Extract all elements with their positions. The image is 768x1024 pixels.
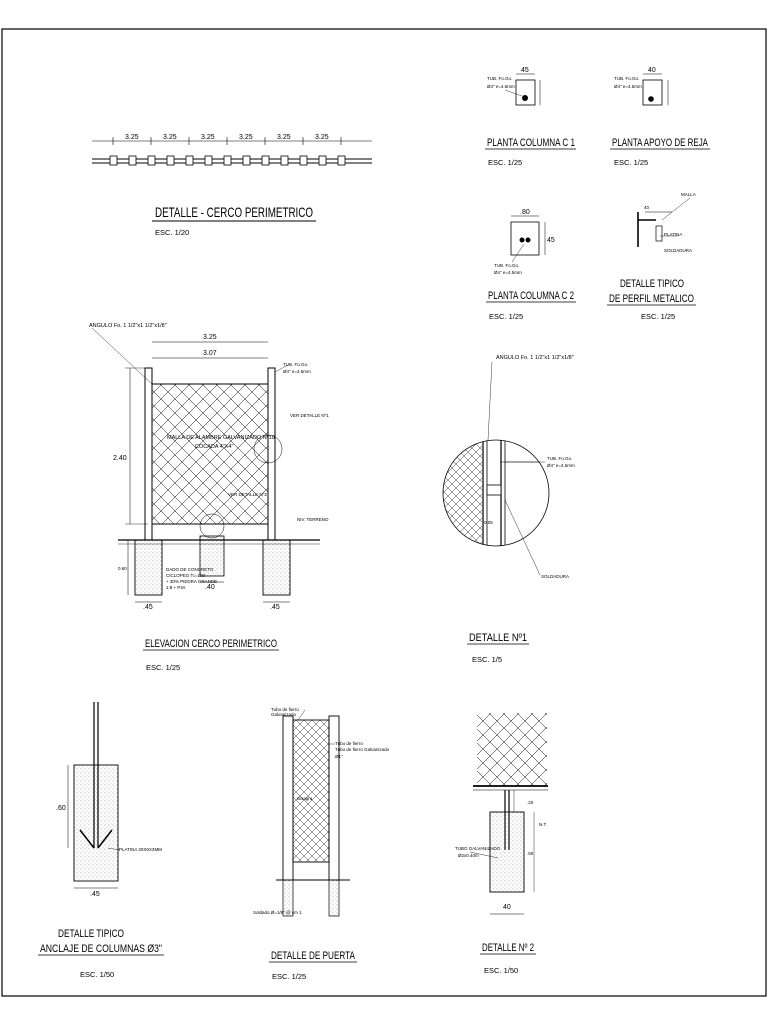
reja-title: PLANTA APOYO DE REJA (612, 137, 708, 149)
detalle2-terrain: N.T. (539, 822, 547, 827)
cerco-span-2: 3.25 (163, 134, 177, 141)
anclaje-note: PLATINA 20X6X3MM (119, 847, 162, 852)
c1-title: PLANTA COLUMNA C 1 (487, 137, 575, 149)
detalle1-title: DETALLE Nº1 (469, 632, 527, 644)
elev-detalle2-ref: VER DETALLE Nº2 (228, 492, 267, 497)
elev-footing-note3: + 30% PIEDRA GRANDE (166, 579, 217, 584)
elev-dim-outer: 3.25 (203, 334, 217, 341)
elev-footing-note4: 1:8 + P.M. (166, 585, 186, 590)
reja-plan-diagram (642, 73, 669, 106)
cerco-title: DETALLE - CERCO PERIMETRICO (155, 204, 313, 220)
detalle2-dim-h1: .20 (527, 800, 534, 805)
puerta-note6: Tubo de fierro Galvanizado (335, 747, 390, 752)
puerta-note2: Galvanizado (271, 712, 297, 717)
puerta-note4: Tubo de fierro (335, 741, 363, 746)
cerco-plan-diagram (92, 137, 372, 166)
anclaje-title-line1: DETALLE TIPICO (58, 928, 124, 940)
reja-scale: ESC. 1/25 (614, 158, 648, 167)
detalle1-weld: SOLDADURA (541, 574, 569, 579)
elev-dim-footing2: .45 (270, 604, 280, 611)
reja-note1: TUB. Fo.Go. (614, 76, 639, 81)
detalle2-scale: ESC. 1/50 (484, 966, 518, 975)
detalle1-tube-note2: Ø4" e=4.5mm (547, 463, 575, 468)
puerta-note7: Soldado Ø=1/8" @ cm 1 (253, 910, 302, 915)
detalle1-dim: 0.05 (484, 520, 493, 525)
cerco-span-4: 3.25 (239, 134, 253, 141)
cerco-span-3: 3.25 (201, 134, 215, 141)
reja-note2: Ø4" e=4.5mm (614, 84, 642, 89)
elev-anchor-note: ANGULO Fo. 1 1/2"x1 1/2"x1/8" (89, 323, 167, 329)
c2-dim: .80 (520, 209, 530, 216)
elev-mesh-label-2: COCADA 4"X4" (195, 444, 233, 450)
reja-dim: 40 (648, 67, 656, 74)
perfil-title-line2: DE PERFIL METALICO (609, 293, 694, 305)
detalle1-diagram (442, 361, 550, 576)
perfil-dim: 40 (644, 205, 650, 210)
elev-dim-depth: 0.60 (118, 566, 127, 571)
perfil-note3: SOLDADURA (664, 248, 692, 253)
perfil-title-line1: DETALLE TIPICO (620, 278, 684, 290)
puerta-note5: Ø1" (335, 754, 343, 759)
anclaje-dim-w: .45 (90, 891, 100, 898)
detalle1-scale: ESC. 1/5 (472, 655, 502, 664)
perfil-note2: PLATINA (664, 232, 682, 237)
c1-dim: 45 (521, 67, 529, 74)
elev-mesh-label-1: MALLA DE ALAMBRE GALVANIZADO Nº10 (167, 434, 275, 441)
detalle2-dim-h2: .50 (527, 851, 534, 856)
c1-note1: TUB. Fo.Go. (487, 76, 512, 81)
c1-plan-diagram (504, 73, 541, 106)
detalle1-tube-note1: TUB. Fo.Go. (547, 456, 572, 461)
puerta-diagram (276, 709, 350, 917)
elev-terrain: NIV. TERRENO (297, 517, 329, 522)
puerta-note3: Bisagra (297, 796, 313, 801)
cerco-posts (109, 155, 346, 166)
cerco-scale: ESC. 1/20 (155, 228, 189, 237)
perfil-note1: MALLA (681, 192, 696, 197)
detalle2-tube-note1: TUBO GALVANIZADO (455, 846, 501, 851)
cerco-span-1: 3.25 (125, 134, 139, 141)
c1-scale: ESC. 1/25 (488, 158, 522, 167)
c2-dim2: 45 (547, 237, 555, 244)
detalle1-anchor-note: ANGULO Fo. 1 1/2"x1 1/2"x1/8" (496, 355, 574, 361)
detalle2-dim-w: 40 (503, 904, 511, 911)
puerta-note1: Tubo de fierro (271, 707, 299, 712)
puerta-title: DETALLE DE PUERTA (271, 950, 355, 962)
c2-scale: ESC. 1/25 (489, 312, 523, 321)
anclaje-dim-h: .60 (56, 805, 66, 812)
anclaje-diagram (67, 702, 121, 889)
elev-dim-small: .40 (205, 584, 215, 591)
elev-detalle1-ref: VER DETALLE Nº1 (290, 413, 329, 418)
elevacion-scale: ESC. 1/25 (146, 663, 180, 672)
anclaje-title-line2: ANCLAJE DE COLUMNAS Ø3" (40, 943, 162, 955)
perfil-diagram (637, 197, 691, 247)
elev-dim-height: 2.40 (113, 455, 127, 462)
puerta-scale: ESC. 1/25 (272, 972, 306, 981)
elev-tube-note2: Ø4" e=4.5mm (283, 369, 311, 374)
c2-title: PLANTA COLUMNA C 2 (488, 290, 574, 302)
elevacion-title: ELEVACION CERCO PERIMETRICO (145, 638, 277, 650)
cerco-span-6: 3.25 (315, 134, 329, 141)
c2-note2: Ø4" e=4.5mm (494, 270, 522, 275)
c2-note1: TUB. Fo.Go. (494, 263, 519, 268)
c1-note2: Ø4" e=4.5mm (487, 84, 515, 89)
elev-footing-note1: DADO DE CONCRETO (166, 567, 214, 572)
elev-dim-inner: 3.07 (203, 350, 217, 357)
elev-tube-note1: TUB. Fo.Go. (283, 362, 308, 367)
sheet-border (1, 28, 767, 997)
detalle2-title: DETALLE Nº 2 (482, 942, 534, 954)
anclaje-scale: ESC. 1/50 (80, 970, 114, 979)
elev-dim-footing: .45 (143, 604, 153, 611)
elevacion-diagram (91, 327, 320, 603)
elev-footing-note2: CICLOPEO f'c=100 (166, 573, 205, 578)
perfil-scale: ESC. 1/25 (641, 312, 675, 321)
c2-plan-diagram (510, 215, 546, 263)
cerco-span-5: 3.25 (277, 134, 291, 141)
detalle2-diagram (469, 713, 548, 915)
detalle2-tube-note2: Ø2x0.40m (458, 853, 479, 858)
